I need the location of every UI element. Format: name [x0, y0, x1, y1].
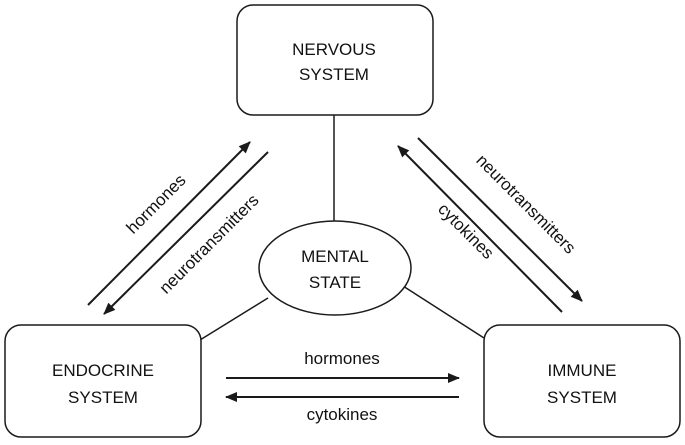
connector-mental-endocrine [199, 297, 269, 341]
connector-mental-immune [402, 285, 485, 339]
nervous-system-label-line1: NERVOUS [292, 40, 376, 59]
arrow-immune-to-nervous [397, 145, 563, 313]
endocrine-system-box: ENDOCRINE SYSTEM [4, 324, 202, 438]
immune-system-label-line1: IMMUNE [548, 361, 617, 380]
arrow-nervous-to-immune [417, 137, 583, 302]
immune-system-label-line2: SYSTEM [547, 388, 617, 407]
nervous-system-box: NERVOUS SYSTEM [236, 4, 434, 116]
endocrine-system-label-line2: SYSTEM [68, 388, 138, 407]
edge-label-cytokines-bottom: cytokines [307, 405, 378, 424]
edge-label-hormones-bottom: hormones [304, 349, 380, 368]
nervous-system-label-line2: SYSTEM [299, 65, 369, 84]
mental-state-label-line2: STATE [309, 273, 361, 292]
edge-label-neurotransmitters-left: neurotransmitters [156, 191, 263, 298]
edge-label-hormones-left: hormones [123, 171, 190, 238]
mental-state-ellipse: MENTAL STATE [258, 220, 412, 316]
endocrine-system-label-line1: ENDOCRINE [52, 361, 154, 380]
immune-system-box: IMMUNE SYSTEM [483, 324, 681, 438]
arrow-nervous-to-endocrine [103, 151, 269, 315]
arrow-endocrine-to-nervous [87, 141, 251, 306]
mental-state-label-line1: MENTAL [301, 247, 369, 266]
